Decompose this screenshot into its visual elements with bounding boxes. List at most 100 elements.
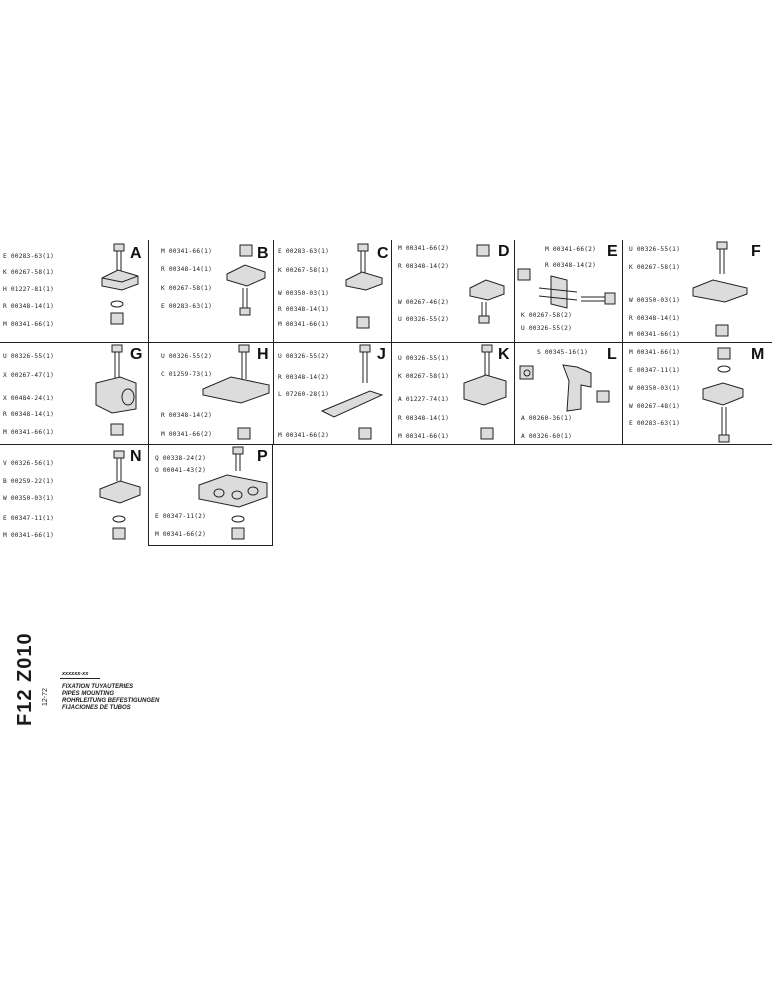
nut-icon xyxy=(356,316,370,329)
part-label: R 00348-14(2) xyxy=(278,374,330,381)
part-label: E 00283-63(1) xyxy=(3,253,55,260)
part-label: R 00348-14(1) xyxy=(3,303,55,310)
part-label: M 00341-66(1) xyxy=(398,433,450,440)
clamp-block-icon xyxy=(101,269,139,291)
clamp-block-icon xyxy=(562,364,592,412)
part-label: R 00348-14(1) xyxy=(398,415,450,422)
clamp-block-icon xyxy=(320,390,384,418)
washer-icon xyxy=(112,515,126,523)
panel-h: H U 00326-55(2) C 01259-73(1) R 00348-14… xyxy=(148,343,273,445)
part-label: M 00341-66(1) xyxy=(629,349,681,356)
part-label: A 00260-36(1) xyxy=(521,415,573,422)
part-label: Q 00338-24(2) xyxy=(155,455,207,462)
stamp-text: xxxxxx-xx xyxy=(62,671,89,677)
panel-a: A E 00283-63(1) K 00267-58(1) H 01227-81… xyxy=(0,240,148,343)
part-label: M 00341-66(1) xyxy=(161,248,213,255)
panel-letter: M xyxy=(751,346,765,363)
washer-icon xyxy=(231,515,245,523)
panel-m: M M 00341-66(1) E 00347-11(1) W 00350-03… xyxy=(622,343,772,445)
part-label: A 01227-74(1) xyxy=(398,396,450,403)
title-fr: FIXATION TUYAUTERIES xyxy=(62,684,134,690)
part-label: R 00348-14(2) xyxy=(161,412,213,419)
part-label: K 00267-58(1) xyxy=(629,264,681,271)
part-label: X 00267-47(1) xyxy=(3,372,55,379)
nut-icon xyxy=(112,527,126,540)
part-label: R 00348-14(1) xyxy=(161,266,213,273)
clamp-block-icon xyxy=(99,480,141,504)
panel-f: F U 00326-55(1) K 00267-58(1) W 00350-03… xyxy=(622,240,772,343)
panel-p: P Q 00338-24(2) O 00041-43(2) E 00347-11… xyxy=(148,445,273,546)
bolt-icon xyxy=(232,446,244,471)
bolt-icon xyxy=(238,344,250,379)
part-label: R 00348-14(1) xyxy=(278,306,330,313)
part-label: B 00259-22(1) xyxy=(3,478,55,485)
nut-icon xyxy=(476,244,490,257)
bolt-icon xyxy=(718,407,730,443)
part-label: E 00347-11(1) xyxy=(3,515,55,522)
panel-letter: C xyxy=(377,245,389,262)
part-label: M 00341-66(1) xyxy=(3,429,55,436)
bolt-icon xyxy=(359,344,371,383)
part-label: M 00341-66(1) xyxy=(629,331,681,338)
bolt-icon xyxy=(478,302,490,324)
panel-e: E M 00341-66(2) R 00348-14(2) K 00267-58… xyxy=(514,240,622,343)
part-label: K 00267-58(1) xyxy=(161,285,213,292)
part-label: E 00283-63(1) xyxy=(278,248,330,255)
nut-icon xyxy=(358,427,372,440)
part-label: W 00350-03(1) xyxy=(278,290,330,297)
panel-n: N V 00326-56(1) B 00259-22(1) W 00350-03… xyxy=(0,445,148,546)
title-es: FIJACIONES DE TUBOS xyxy=(62,705,131,711)
nut-icon xyxy=(231,527,245,540)
part-label: E 00347-11(1) xyxy=(629,367,681,374)
bolt-icon xyxy=(481,344,493,377)
part-label: K 00267-58(1) xyxy=(3,269,55,276)
panel-l: L S 00345-16(1) A 00260-36(1) A 00326-60… xyxy=(514,343,622,445)
part-label: W 00350-03(1) xyxy=(3,495,55,502)
clamp-block-icon xyxy=(345,271,383,291)
part-label: V 00326-56(1) xyxy=(3,460,55,467)
clamp-block-icon xyxy=(95,376,137,414)
panel-letter: H xyxy=(257,346,269,363)
part-label: M 00341-66(1) xyxy=(3,321,55,328)
panel-j: J U 00326-55(2) R 00348-14(2) L 07260-28… xyxy=(273,343,391,445)
panel-letter: N xyxy=(130,448,142,465)
title-en: PIPES MOUNTING xyxy=(62,691,115,697)
part-label: M 00341-66(2) xyxy=(161,431,213,438)
clamp-block-icon xyxy=(226,264,266,287)
part-label: U 00326-55(1) xyxy=(3,353,55,360)
title-de: ROHRLEITUNG BEFESTIGUNGEN xyxy=(62,698,160,704)
clamp-block-icon xyxy=(463,374,507,406)
part-label: O 00041-43(2) xyxy=(155,467,207,474)
bolt-icon xyxy=(113,450,125,481)
part-label: R 00348-14(1) xyxy=(629,315,681,322)
clamp-block-icon xyxy=(702,382,744,406)
part-label: H 01227-81(1) xyxy=(3,286,55,293)
date-code: 12-72 xyxy=(42,688,49,706)
drawing-code: F12 Z010 xyxy=(14,632,36,726)
panel-letter: F xyxy=(751,243,761,260)
panel-b: B M 00341-66(1) R 00348-14(1) K 00267-58… xyxy=(148,240,273,343)
part-label: R 00348-14(1) xyxy=(3,411,55,418)
bolt-icon xyxy=(581,292,616,305)
nut-icon xyxy=(519,365,534,380)
clamp-block-icon xyxy=(692,279,748,303)
part-label: X 00484-24(1) xyxy=(3,395,55,402)
panel-g: G U 00326-55(1) X 00267-47(1) X 00484-24… xyxy=(0,343,148,445)
part-label: M 00341-66(1) xyxy=(3,532,55,539)
part-label: R 00348-14(2) xyxy=(545,262,597,269)
part-label: E 00347-11(2) xyxy=(155,513,207,520)
part-label: M 00341-66(2) xyxy=(545,246,597,253)
part-label: A 00326-60(1) xyxy=(521,433,573,440)
part-label: W 00350-03(1) xyxy=(629,385,681,392)
part-label: C 01259-73(1) xyxy=(161,371,213,378)
part-label: W 00267-48(1) xyxy=(629,403,681,410)
part-label: W 00267-46(2) xyxy=(398,299,450,306)
panel-letter: B xyxy=(257,245,269,262)
nut-icon xyxy=(480,427,494,440)
part-label: W 00350-03(1) xyxy=(629,297,681,304)
nut-icon xyxy=(110,312,124,325)
part-label: U 00326-55(1) xyxy=(629,246,681,253)
part-label: E 00283-63(1) xyxy=(629,420,681,427)
panel-k: K U 00326-55(1) K 00267-58(1) A 01227-74… xyxy=(391,343,514,445)
part-label: E 00283-63(1) xyxy=(161,303,213,310)
